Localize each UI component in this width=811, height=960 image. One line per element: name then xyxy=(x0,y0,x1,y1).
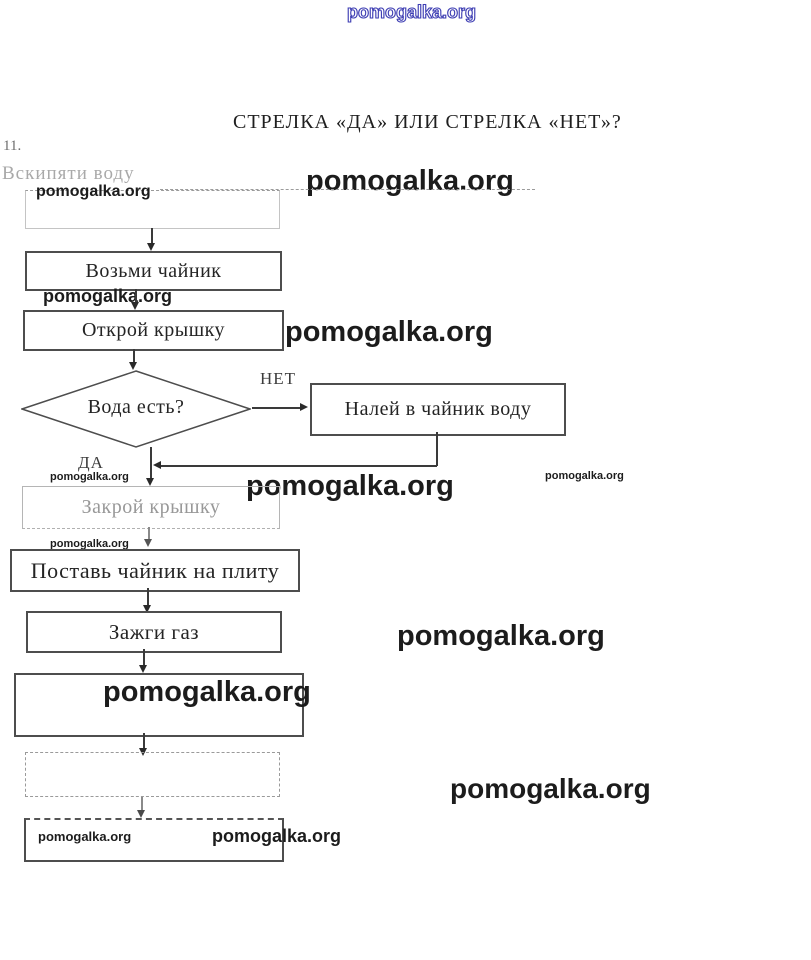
watermark-hidden-1: pomogalka.org xyxy=(103,676,311,708)
flow-node-take-kettle: Возьми чайник xyxy=(25,251,282,291)
connector-gas-hidden1 xyxy=(143,649,145,665)
flow-node-open-lid: Открой крышку xyxy=(23,310,284,351)
flow-node-start xyxy=(25,190,280,229)
watermark-header: pomogalka.org xyxy=(306,165,514,197)
arrowhead-decision-close xyxy=(146,478,154,486)
branch-label-no: НЕТ xyxy=(260,369,297,388)
arrowhead-stove-gas xyxy=(143,605,151,613)
watermark-top: pomogalka.org xyxy=(346,2,477,22)
flow-node-light-gas: Зажги газ xyxy=(26,611,282,653)
connector-open-decision xyxy=(133,349,135,362)
watermark-close-lid-left: pomogalka.org xyxy=(50,471,129,483)
connector-hidden1-hidden2 xyxy=(143,733,145,748)
arrowhead-close-stove xyxy=(144,539,152,547)
watermark-start-box: pomogalka.org xyxy=(36,183,151,200)
flow-node-hidden-1 xyxy=(14,673,304,737)
watermark-close-lid-right: pomogalka.org xyxy=(545,470,624,482)
connector-decision-pour xyxy=(252,407,300,409)
connector-take-open xyxy=(135,289,137,302)
connector-stove-gas xyxy=(147,588,149,605)
flow-node-pour-water: Налей в чайник воду xyxy=(310,383,566,436)
flow-node-open-lid-label: Открой крышку xyxy=(81,319,226,341)
flow-node-put-on-stove: Поставь чайник на плиту xyxy=(10,549,300,592)
branch-label-yes: ДА xyxy=(78,453,104,472)
flow-node-hidden-3 xyxy=(24,818,284,862)
arrowhead-take-open xyxy=(131,302,139,310)
arrowhead-open-decision xyxy=(129,362,137,370)
flow-node-take-kettle-label: Возьми чайник xyxy=(85,259,222,282)
connector-pour-return-vertical xyxy=(436,432,438,466)
flow-node-water-check-label: Вода есть? xyxy=(87,396,185,418)
flow-node-water-check xyxy=(19,370,253,448)
dashed-artifact-line xyxy=(160,189,535,190)
watermark-hidden-2-right: pomogalka.org xyxy=(450,773,651,804)
task-label: Вскипяти воду xyxy=(2,163,135,184)
arrowhead-hidden2-hidden3 xyxy=(137,810,145,818)
watermark-close-lid-center: pomogalka.org xyxy=(246,470,454,502)
flow-node-pour-water-label: Налей в чайник воду xyxy=(344,398,532,420)
decision-diamond-shape xyxy=(19,370,253,448)
watermark-hidden-3-center: pomogalka.org xyxy=(212,826,342,846)
flow-node-close-lid-label: Закрой крышку xyxy=(81,496,221,518)
arrowhead-gas-hidden1 xyxy=(139,665,147,673)
task-number: 11. xyxy=(3,138,22,154)
watermark-stove-box: pomogalka.org xyxy=(50,538,129,550)
flow-node-hidden-2 xyxy=(25,752,280,797)
watermark-open-lid: pomogalka.org xyxy=(285,316,493,348)
flow-node-light-gas-label: Зажги газ xyxy=(108,619,200,644)
connector-hidden2-hidden3 xyxy=(141,797,143,810)
arrowhead-decision-pour xyxy=(300,403,308,411)
arrowhead-start-take xyxy=(147,243,155,251)
flow-node-put-on-stove-label: Поставь чайник на плиту xyxy=(30,557,280,583)
flow-node-close-lid: Закрой крышку xyxy=(22,486,280,529)
connector-close-stove xyxy=(148,527,150,539)
watermark-hidden-3-left: pomogalka.org xyxy=(38,829,132,844)
watermark-light-gas-right: pomogalka.org xyxy=(397,620,605,652)
watermark-take-kettle: pomogalka.org xyxy=(43,286,173,306)
connector-start-take xyxy=(151,228,153,243)
arrowhead-pour-return xyxy=(153,461,161,469)
page-title: СТРЕЛКА «ДА» ИЛИ СТРЕЛКА «НЕТ»? xyxy=(233,111,622,133)
connector-pour-return-horizontal xyxy=(161,465,437,467)
connector-decision-close xyxy=(150,447,152,478)
